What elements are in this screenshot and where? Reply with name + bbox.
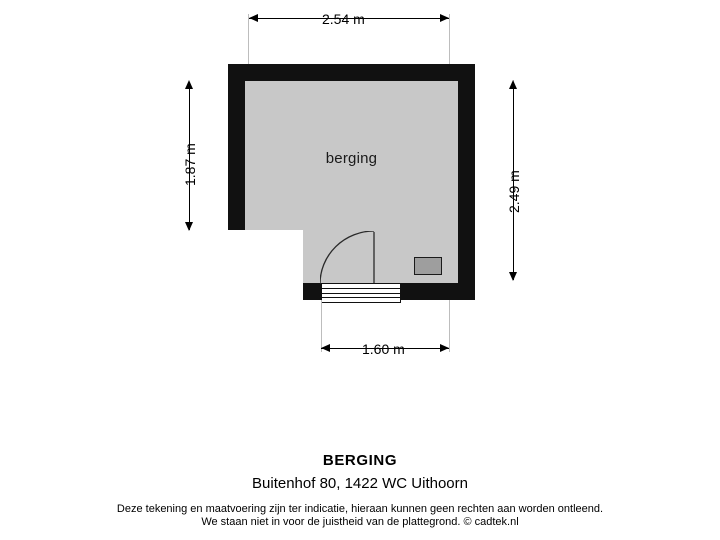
dim-arrow-left-top <box>185 80 193 89</box>
dim-arrow-top-right <box>440 14 449 22</box>
dim-line-top <box>249 18 449 20</box>
door-swing-icon <box>320 231 376 284</box>
dim-label-top: 2.54 m <box>322 11 365 27</box>
plan-disclaimer-line1: Deze tekening en maatvoering zijn ter in… <box>116 503 604 515</box>
plan-address: Buitenhof 80, 1422 WC Uithoorn <box>252 475 468 492</box>
room-label-berging: berging <box>325 150 378 167</box>
dim-arrow-top-left <box>249 14 258 22</box>
dim-arrow-bottom-right <box>440 344 449 352</box>
plan-title: BERGING <box>322 452 398 469</box>
dim-arrow-bottom-left <box>321 344 330 352</box>
dim-extension-bottom-left <box>321 300 322 352</box>
floorplan-walls: berging <box>228 64 475 303</box>
plan-disclaimer-line2: We staan niet in voor de juistheid van d… <box>201 516 519 528</box>
dim-arrow-left-bottom <box>185 222 193 231</box>
dim-label-bottom: 1.60 m <box>362 341 405 357</box>
fixture-block <box>414 257 442 275</box>
dim-extension-top-right <box>449 14 450 66</box>
dim-line-right <box>513 85 515 280</box>
dim-extension-top-left <box>248 14 249 66</box>
dim-label-left: 1.87 m <box>182 143 198 186</box>
dim-label-right: 2.49 m <box>506 170 522 213</box>
dim-extension-bottom-right <box>449 300 450 352</box>
dim-arrow-right-bottom <box>509 272 517 281</box>
dim-arrow-right-top <box>509 80 517 89</box>
dim-line-left <box>189 85 191 230</box>
dim-line-bottom <box>321 348 449 350</box>
door-threshold-hatch <box>321 283 401 303</box>
